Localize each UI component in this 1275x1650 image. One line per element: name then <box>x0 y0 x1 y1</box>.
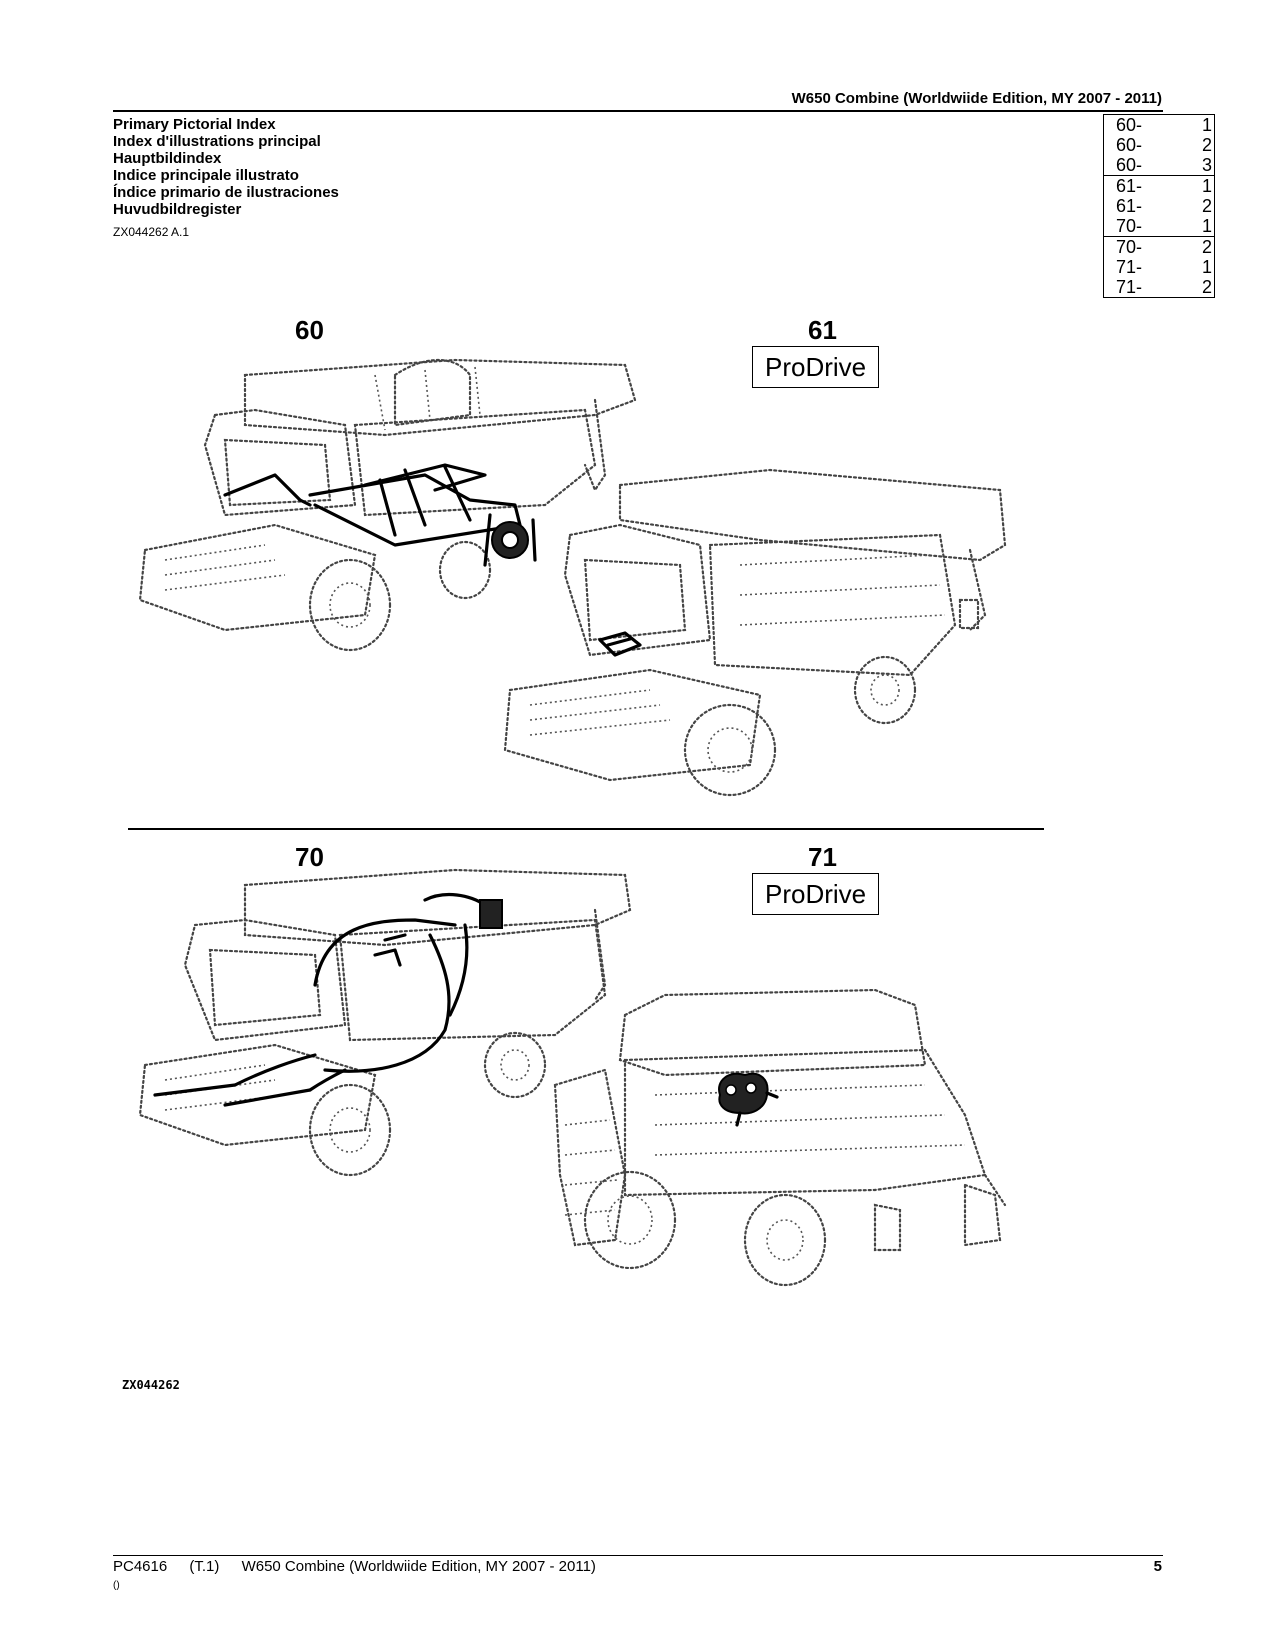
index-page: 3 <box>1201 155 1212 175</box>
index-page: 1 <box>1201 115 1212 135</box>
figure-number-60[interactable]: 60 <box>295 315 324 345</box>
prodrive-label-71: ProDrive <box>752 873 880 915</box>
index-page: 2 <box>1201 196 1212 216</box>
index-section: 60- <box>1116 155 1143 175</box>
footer-info: PC4616 (T.1) W650 Combine (Worldwiide Ed… <box>113 1558 614 1575</box>
footer-doc-code: PC4616 <box>113 1558 168 1575</box>
index-row[interactable]: 61- 1 <box>1104 176 1214 196</box>
index-page: 1 <box>1201 176 1212 196</box>
index-section: 61- <box>1116 176 1143 196</box>
index-row[interactable]: 71- 1 <box>1104 257 1214 277</box>
index-row[interactable]: 60- 3 <box>1104 155 1214 175</box>
index-row[interactable]: 61- 2 <box>1104 196 1214 216</box>
index-row[interactable]: 70- 2 <box>1104 237 1214 257</box>
combine-illustration-61[interactable] <box>500 465 1030 800</box>
index-group: 70- 2 71- 1 71- 2 <box>1104 236 1214 297</box>
index-row[interactable]: 71- 2 <box>1104 277 1214 297</box>
footer-title: W650 Combine (Worldwiide Edition, MY 200… <box>241 1558 596 1575</box>
footer-sub: () <box>113 1580 120 1591</box>
header-divider <box>113 110 1163 112</box>
index-title-sv: Huvudbildregister <box>113 201 242 218</box>
index-title-it: Indice principale illustrato <box>113 167 299 184</box>
figure-divider <box>128 828 1044 830</box>
index-group: 60- 1 60- 2 60- 3 <box>1104 115 1214 175</box>
index-page: 2 <box>1201 277 1212 297</box>
index-section: 71- <box>1116 277 1143 297</box>
figure-number-70[interactable]: 70 <box>295 842 324 872</box>
illustration-code: ZX044262 <box>122 1378 180 1392</box>
index-title-fr: Index d'illustrations principal <box>113 133 321 150</box>
combine-illustration-70[interactable] <box>125 865 655 1205</box>
header-title: W650 Combine (Worldwiide Edition, MY 200… <box>791 90 1162 107</box>
reference-code: ZX044262 A.1 <box>113 225 190 239</box>
index-section: 60- <box>1116 135 1143 155</box>
index-titles: Primary Pictorial Index Index d'illustra… <box>113 116 339 218</box>
index-page: 1 <box>1201 216 1212 236</box>
index-section: 61- <box>1116 196 1143 216</box>
index-title-de: Hauptbildindex <box>113 150 222 167</box>
index-section: 71- <box>1116 257 1143 277</box>
footer-revision: (T.1) <box>189 1558 220 1575</box>
index-section: 70- <box>1116 237 1143 257</box>
index-page: 1 <box>1201 257 1212 277</box>
figure-number-61[interactable]: 61 <box>808 315 837 345</box>
figure-number-71[interactable]: 71 <box>808 842 837 872</box>
index-title-en: Primary Pictorial Index <box>113 116 276 133</box>
index-section: 60- <box>1116 115 1143 135</box>
combine-illustration-71[interactable] <box>545 975 1045 1310</box>
prodrive-label-61: ProDrive <box>752 346 880 388</box>
combine-illustration-60[interactable] <box>125 355 655 675</box>
index-row[interactable]: 70- 1 <box>1104 216 1214 236</box>
index-page: 2 <box>1201 135 1212 155</box>
page-number: 5 <box>1153 1558 1162 1575</box>
index-page: 2 <box>1201 237 1212 257</box>
index-row[interactable]: 60- 1 <box>1104 115 1214 135</box>
index-row[interactable]: 60- 2 <box>1104 135 1214 155</box>
index-section: 70- <box>1116 216 1143 236</box>
footer-divider <box>113 1555 1163 1556</box>
section-index-table: 60- 1 60- 2 60- 3 61- 1 61- 2 70- 1 70- 2 71- 1 … <box>1103 114 1215 298</box>
index-title-es: Índice primario de ilustraciones <box>113 184 339 201</box>
index-group: 61- 1 61- 2 70- 1 <box>1104 175 1214 236</box>
